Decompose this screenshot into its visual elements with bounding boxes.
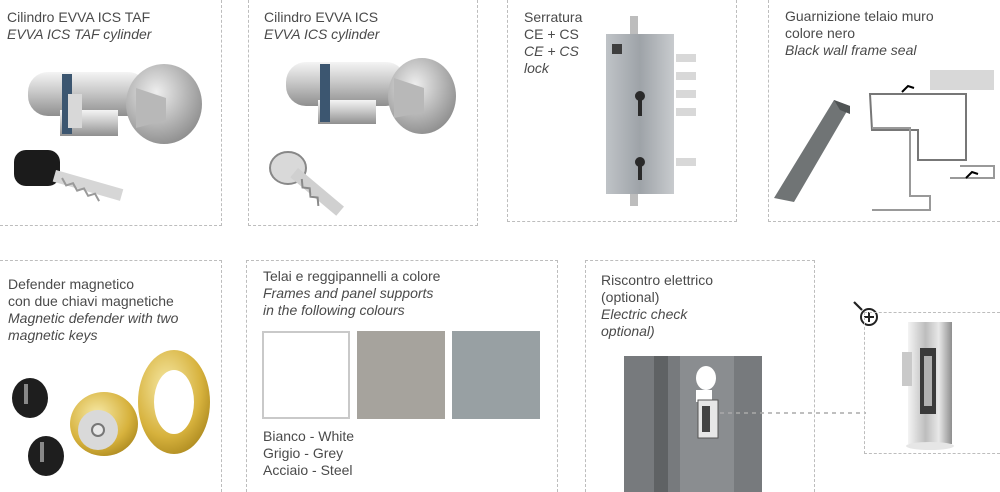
swatch-white	[262, 331, 350, 419]
card-title: Defender magnetico	[8, 276, 135, 292]
card-lock	[507, 0, 737, 222]
lock-body-icon	[606, 16, 696, 206]
zoom-in-icon[interactable]	[852, 300, 880, 328]
card-title: Cilindro EVVA ICS TAF	[7, 9, 151, 25]
frame-seal-profile-icon	[774, 70, 995, 211]
card-title-line2: con due chiavi magnetiche	[8, 293, 174, 309]
card-subtitle: Frames and panel supports	[263, 285, 434, 301]
card-title: Telai e reggipannelli a colore	[263, 268, 441, 284]
cylinder-with-knob-and-silver-key-icon	[269, 58, 456, 216]
card-subtitle: Magnetic defender with two	[8, 310, 179, 326]
card-lock-text: Serratura CE + CS CE + CS lock	[524, 9, 582, 77]
card-subtitle: EVVA ICS TAF cylinder	[7, 26, 152, 42]
card-subtitle: Black wall frame seal	[785, 42, 917, 58]
card-subtitle: Electric check	[601, 306, 688, 322]
card-evva-ics-taf	[0, 0, 222, 226]
electric-strike-icon	[624, 356, 762, 492]
card-subtitle-line2: magnetic keys	[8, 327, 98, 343]
card-subtitle: CE + CS	[524, 43, 579, 59]
card-electric-check	[585, 260, 815, 492]
card-title-line2: colore nero	[785, 25, 856, 41]
card-frames-colours	[246, 260, 558, 492]
card-title: Cilindro EVVA ICS	[264, 9, 379, 25]
card-frame-seal	[768, 0, 1000, 222]
card-subtitle: EVVA ICS cylinder	[264, 26, 380, 42]
card-title: Guarnizione telaio muro	[785, 8, 934, 24]
swatch-grey	[357, 331, 445, 419]
card-frame-seal-text: Guarnizione telaio muro colore nero Blac…	[785, 8, 934, 59]
cylinder-with-knob-and-black-key-icon	[14, 64, 202, 202]
card-electric-text: Riscontro elettrico (optional) Electric …	[601, 272, 713, 340]
swatch-legend: Bianco - White Grigio - Grey Acciaio - S…	[263, 428, 354, 479]
magnetic-defender-icon	[12, 350, 210, 476]
swatch-steel	[452, 331, 540, 419]
card-title: Serratura	[524, 9, 583, 25]
legend-steel: Acciaio - Steel	[263, 462, 353, 478]
card-title: Riscontro elettrico	[601, 272, 714, 288]
card-title-line2: CE + CS	[524, 26, 579, 42]
card-subtitle-line2: optional)	[601, 323, 655, 339]
card-defender-text: Defender magnetico con due chiavi magnet…	[8, 276, 178, 344]
electric-strike-detail-icon	[902, 322, 954, 450]
card-evva-ics	[248, 0, 478, 226]
zoom-detail-frame	[864, 312, 1000, 454]
connector-dashed-line	[720, 412, 866, 414]
card-evva-ics-taf-text: Cilindro EVVA ICS TAF EVVA ICS TAF cylin…	[7, 9, 151, 43]
card-frames-text: Telai e reggipannelli a colore Frames an…	[263, 268, 440, 319]
card-title-line2: (optional)	[601, 289, 660, 305]
card-subtitle-line2: lock	[524, 60, 549, 76]
card-defender	[0, 260, 222, 492]
legend-white: Bianco - White	[263, 428, 355, 444]
card-subtitle-line2: in the following colours	[263, 302, 405, 318]
legend-grey: Grigio - Grey	[263, 445, 344, 461]
card-evva-ics-text: Cilindro EVVA ICS EVVA ICS cylinder	[264, 9, 379, 43]
